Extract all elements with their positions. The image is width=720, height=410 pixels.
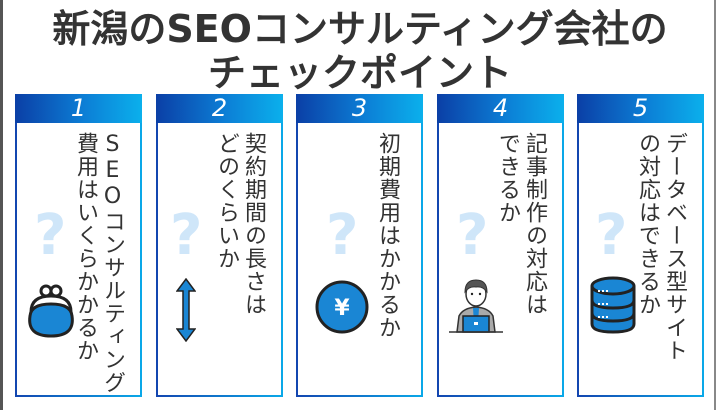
question-mark-icon: ? [456,203,489,268]
question-mark-icon: ? [170,203,203,268]
question-mark-icon: ? [595,203,628,268]
question-mark-icon: ? [34,203,67,268]
card-text-col2: どのくらいか [214,132,239,270]
database-icon [590,276,636,334]
page-title-line1: 新潟のSEOコンサルティング会社の [52,7,668,51]
yen-coin-icon: ¥ [315,280,369,334]
question-mark-icon: ? [326,203,359,268]
card-text-col1: SEOコンサルティング [100,132,125,394]
coin-purse-icon [28,284,74,338]
card-text-col2: 費用はいくらかかるか [73,132,98,362]
card-number: 5 [577,94,704,123]
checkpoint-card-4: 4 記事制作の対応は できるか ? [437,94,564,397]
page-title-line2: チェックポイント [207,51,512,95]
card-number: 3 [296,94,423,123]
card-text-col1: 初期費用はかかるか [375,132,400,339]
card-text-col2: の対応はできるか [635,132,660,316]
person-laptop-icon [449,279,503,333]
card-text-col1: データベース型サイト [662,132,687,362]
card-text-col1: 記事制作の対応は [522,132,547,316]
checkpoint-card-5: 5 データベース型サイト の対応はできるか ? [577,94,704,397]
checkpoint-card-2: 2 契約期間の長さは どのくらいか ? [156,94,283,397]
card-number: 4 [437,94,564,123]
vertical-double-arrow-icon [176,278,196,342]
card-number: 2 [156,94,283,123]
card-number: 1 [15,94,142,123]
checkpoint-card-3: 3 初期費用はかかるか ? ¥ [296,94,423,397]
card-text-col1: 契約期間の長さは [241,132,266,316]
checkpoint-card-1: 1 SEOコンサルティング 費用はいくらかかるか ? [15,94,142,397]
svg-text:¥: ¥ [334,296,350,321]
card-text-col2: できるか [495,132,520,224]
